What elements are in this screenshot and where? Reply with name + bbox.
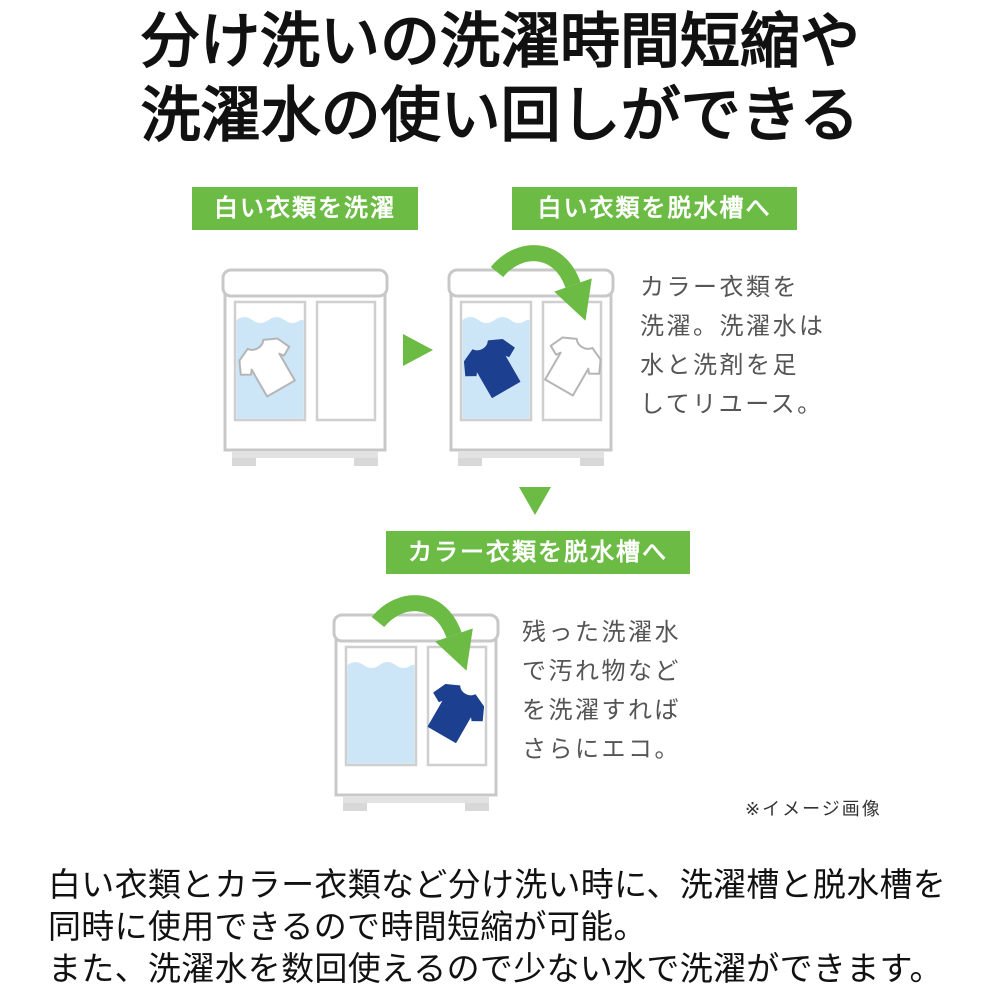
- triangle-arrow-down-icon: [519, 487, 551, 515]
- navy-shirt: [463, 339, 521, 399]
- step-3-label: カラー衣類を脱水槽へ: [386, 531, 690, 574]
- machine-foot-right: [465, 803, 489, 811]
- note-line: カラー衣類を: [640, 273, 799, 301]
- note-line: してリユース。: [640, 390, 824, 418]
- arrow-head: [435, 628, 473, 671]
- step-2-label: 白い衣類を脱水槽へ: [512, 187, 797, 230]
- triangle-arrow-right-icon: [403, 334, 433, 366]
- machine-foot-left: [458, 458, 482, 466]
- white-shirt: [238, 337, 296, 398]
- wash-water: [347, 662, 415, 764]
- shirt-icon: [463, 339, 521, 399]
- note-line: さらにエコ。: [522, 735, 681, 763]
- description-line: また、洗濯水を数回使えるので少ない水で洗濯ができます。: [48, 949, 943, 988]
- headline-line-2: 洗濯水の使い回しができる: [140, 81, 860, 151]
- image-disclaimer: ※イメージ画像: [745, 799, 882, 820]
- navy-shirt: [427, 684, 485, 744]
- machine-base: [232, 451, 378, 458]
- note-line: を洗濯すれば: [522, 696, 681, 724]
- triangle-shape: [403, 334, 433, 366]
- description-line: 同時に使用できるので時間短縮が可能。: [48, 907, 647, 946]
- machine-base: [343, 796, 489, 803]
- description-line: 白い衣類とカラー衣類など分け洗い時に、洗濯槽と脱水槽を: [48, 865, 947, 904]
- note-line: 残った洗濯水: [522, 618, 681, 646]
- white-shirt: [544, 336, 602, 397]
- curved-arrow-icon: [371, 595, 473, 671]
- washing-machine-icon: [332, 613, 500, 811]
- washing-machine-icon: [221, 268, 389, 466]
- spin-tub: [315, 300, 377, 422]
- note-line: で汚れ物など: [522, 657, 681, 685]
- arrow-shaft: [490, 245, 581, 289]
- note-line: 水と洗剤を足: [640, 351, 799, 379]
- shirt-icon: [544, 336, 602, 397]
- machine-foot-right: [580, 458, 604, 466]
- shirt-icon: [427, 684, 485, 744]
- washing-machine-icon: [447, 268, 615, 466]
- arrow-head: [554, 278, 592, 321]
- step-2-note: カラー衣類を 洗濯。洗濯水は 水と洗剤を足 してリユース。: [640, 268, 826, 424]
- triangle-shape: [519, 487, 551, 515]
- shirt-icon: [238, 337, 296, 398]
- step-3-note: 残った洗濯水 で汚れ物など を洗濯すれば さらにエコ。: [522, 613, 681, 769]
- machine-base: [458, 451, 604, 458]
- curved-arrow-icon: [490, 245, 592, 321]
- machine-foot-left: [343, 803, 367, 811]
- note-line: 洗濯。洗濯水は: [640, 312, 826, 340]
- machine-foot-left: [232, 458, 256, 466]
- machine-lid: [221, 268, 389, 298]
- description: 白い衣類とカラー衣類など分け洗い時に、洗濯槽と脱水槽を 同時に使用できるので時間…: [48, 864, 946, 990]
- headline-line-1: 分け洗いの洗濯時間短縮や: [140, 7, 860, 77]
- step-1-label: 白い衣類を洗濯: [192, 187, 418, 230]
- machine-foot-right: [354, 458, 378, 466]
- arrow-shaft: [371, 595, 462, 639]
